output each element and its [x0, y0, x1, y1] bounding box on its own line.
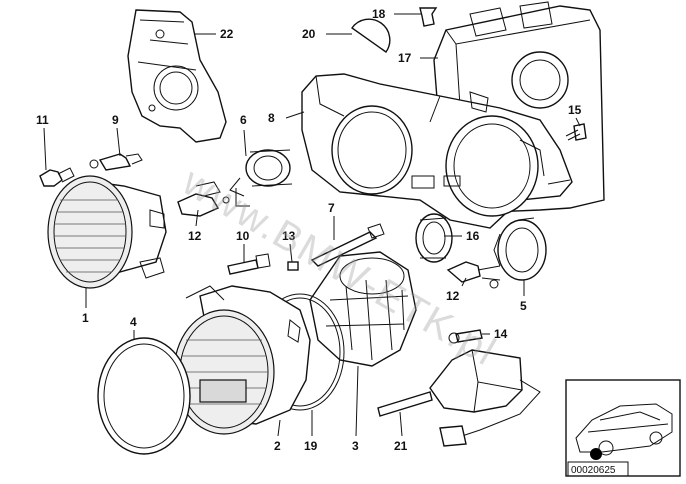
callout-12-left: 12: [188, 229, 202, 243]
callouts: 22 20 18 17 8 6 9 11 15 12 7 10 13 16 12…: [36, 7, 582, 453]
callout-16: 16: [466, 229, 480, 243]
callout-21: 21: [394, 439, 408, 453]
part-6-socket: [229, 149, 293, 207]
callout-4: 4: [130, 315, 137, 329]
callout-15: 15: [568, 103, 582, 117]
part-5-rear-socket: [493, 217, 547, 281]
part-10-bolt: [227, 253, 271, 275]
callout-13: 13: [282, 229, 296, 243]
part-1-fog-lamp: [47, 175, 167, 289]
callout-2: 2: [274, 439, 281, 453]
part-2-headlight-unit: [173, 285, 311, 435]
reference-inset: 00020625: [565, 379, 681, 477]
callout-19: 19: [304, 439, 318, 453]
part-9-bulb-socket: [89, 153, 143, 171]
callout-17: 17: [398, 51, 412, 65]
part-18-clip: [419, 7, 438, 27]
leader-lines: [43, 13, 581, 437]
callout-20: 20: [302, 27, 316, 41]
callout-22: 22: [220, 27, 234, 41]
part-7-screw: [310, 223, 385, 267]
callout-18: 18: [372, 7, 386, 21]
part-15-screw: [565, 123, 587, 141]
callout-10: 10: [236, 229, 250, 243]
part-20-round-cap: [351, 18, 391, 53]
location-marker: [590, 448, 602, 460]
part-12-bulb-holder-right: [446, 261, 501, 289]
callout-1: 1: [82, 311, 89, 325]
part-22-cover-plate: [127, 9, 227, 143]
part-14-screw: [448, 329, 483, 344]
part-3-reflector-housing: [309, 251, 417, 367]
part-13-nut: [287, 261, 299, 271]
callout-11: 11: [36, 113, 49, 127]
part-21-adjustment-motor: [377, 349, 541, 447]
part-12-bulb-holder-left: [177, 181, 230, 217]
callout-14: 14: [494, 327, 508, 341]
callout-3: 3: [352, 439, 359, 453]
callout-8: 8: [268, 111, 275, 125]
part-8-bracket-frame: [301, 73, 573, 229]
part-16-socket-ring: [415, 213, 453, 263]
callout-5: 5: [520, 299, 527, 313]
callout-6: 6: [240, 113, 247, 127]
part-11-bulb: [39, 167, 75, 187]
callout-9: 9: [112, 113, 119, 127]
callout-12-right: 12: [446, 289, 460, 303]
callout-7: 7: [328, 201, 335, 215]
part-4-trim-ring: [97, 337, 191, 455]
reference-number: 00020625: [571, 465, 616, 476]
